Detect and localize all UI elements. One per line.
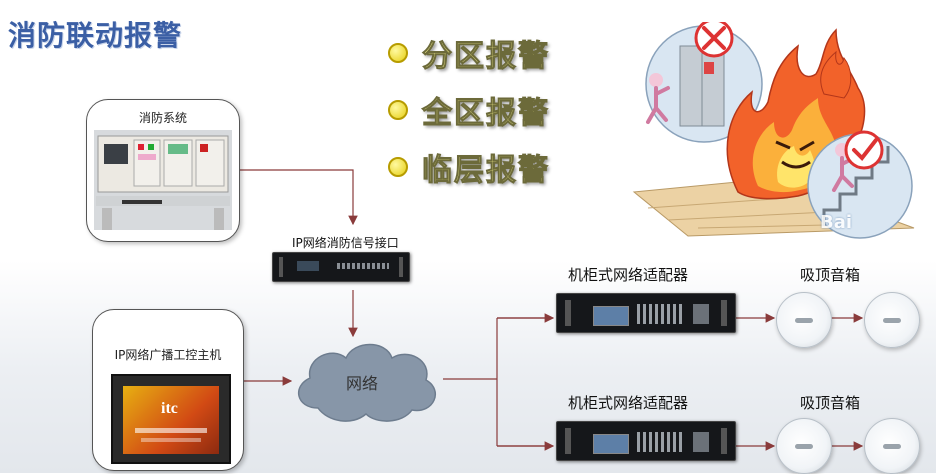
adapter-top-device	[556, 293, 736, 333]
fire-escape-illustration	[632, 22, 915, 239]
arrow-fire-to-interface	[238, 169, 358, 226]
bullet-item: 临层报警	[388, 145, 550, 189]
speakers-top-label: 吸顶音箱	[800, 266, 861, 284]
bullet-dot-icon	[388, 157, 408, 177]
watermark: Bai	[820, 212, 853, 233]
network-cloud	[297, 343, 437, 422]
bullet-text: 分区报警	[422, 39, 550, 75]
ip-interface-device	[272, 252, 410, 282]
bullet-text: 全区报警	[422, 96, 550, 132]
ceiling-speaker	[776, 418, 832, 474]
check-icon	[844, 130, 884, 170]
page-title: 消防联动报警	[8, 19, 183, 52]
ceiling-speaker	[864, 292, 920, 348]
ceiling-speaker	[776, 292, 832, 348]
bullet-item: 全区报警	[388, 88, 550, 132]
arrow-network-to-adapters	[443, 317, 551, 447]
adapter-bottom-device	[556, 421, 736, 461]
bullet-item: 分区报警	[388, 31, 550, 75]
host-card: IP网络广播工控主机 itc	[92, 309, 244, 471]
bullet-text: 临层报警	[422, 153, 550, 189]
adapter-top-label: 机柜式网络适配器	[568, 266, 689, 284]
speakers-bottom-label: 吸顶音箱	[800, 394, 861, 412]
adapter-bottom-label: 机柜式网络适配器	[568, 394, 689, 412]
bullet-dot-icon	[388, 43, 408, 63]
fire-system-card: 消防系统	[86, 99, 240, 242]
bullet-dot-icon	[388, 100, 408, 120]
fire-control-panel-image	[94, 130, 232, 230]
host-label: IP网络广播工控主机	[114, 348, 222, 362]
ceiling-speaker	[864, 418, 920, 474]
network-label: 网络	[346, 374, 379, 393]
ip-interface-label: IP网络消防信号接口	[292, 236, 399, 250]
itc-logo: itc	[161, 400, 178, 417]
host-device-image: itc	[111, 374, 231, 464]
fire-system-label: 消防系统	[138, 111, 187, 125]
